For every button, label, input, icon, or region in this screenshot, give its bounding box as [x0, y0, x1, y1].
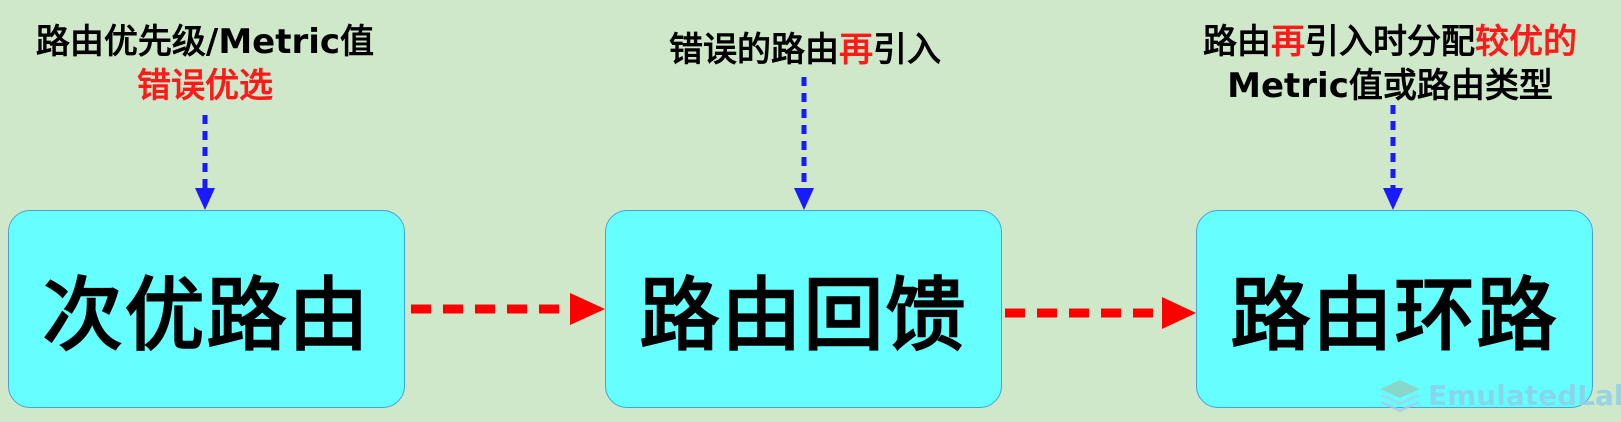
box-label: 路由环路 [1230, 269, 1559, 362]
annotation-highlight: 再 [839, 30, 873, 70]
annotation-line: 路由优先级/Metric值 [35, 22, 375, 62]
red-arrow-1 [411, 293, 605, 325]
box-label: 次优路由 [42, 269, 371, 362]
blue-arrow-1 [195, 115, 215, 210]
watermark-text: EmulatedLab [1428, 378, 1621, 412]
blue-arrow-2 [794, 77, 814, 210]
watermark: EmulatedLab [1378, 378, 1621, 412]
blue-arrow-3 [1383, 105, 1403, 210]
box-suboptimal-route: 次优路由 [8, 210, 405, 408]
annotation-line: Metric值或路由类型 [1227, 66, 1553, 106]
annotation-reintroduce-metric: 路由再引入时分配较优的 Metric值或路由类型 [1170, 20, 1610, 108]
annotation-highlight: 再 [1271, 22, 1305, 62]
layers-icon [1380, 380, 1420, 412]
annotation-text: 引入时分配 [1305, 22, 1475, 62]
box-routing-loop: 路由环路 [1196, 210, 1593, 408]
annotation-line: 路由再引入时分配较优的 [1170, 20, 1610, 64]
box-route-feedback: 路由回馈 [605, 210, 1002, 408]
annotation-text: 引入 [873, 30, 941, 70]
annotation-text: 错误的路由 [669, 30, 839, 70]
red-arrow-2 [1005, 297, 1196, 329]
annotation-highlight: 错误优选 [137, 66, 273, 106]
box-label: 路由回馈 [639, 269, 968, 362]
annotation-wrong-reintroduce: 错误的路由再引入 [640, 28, 970, 72]
annotation-highlight: 较优的 [1475, 22, 1577, 62]
annotation-priority-metric: 路由优先级/Metric值 错误优选 [10, 20, 400, 108]
annotation-text: 路由 [1203, 22, 1271, 62]
